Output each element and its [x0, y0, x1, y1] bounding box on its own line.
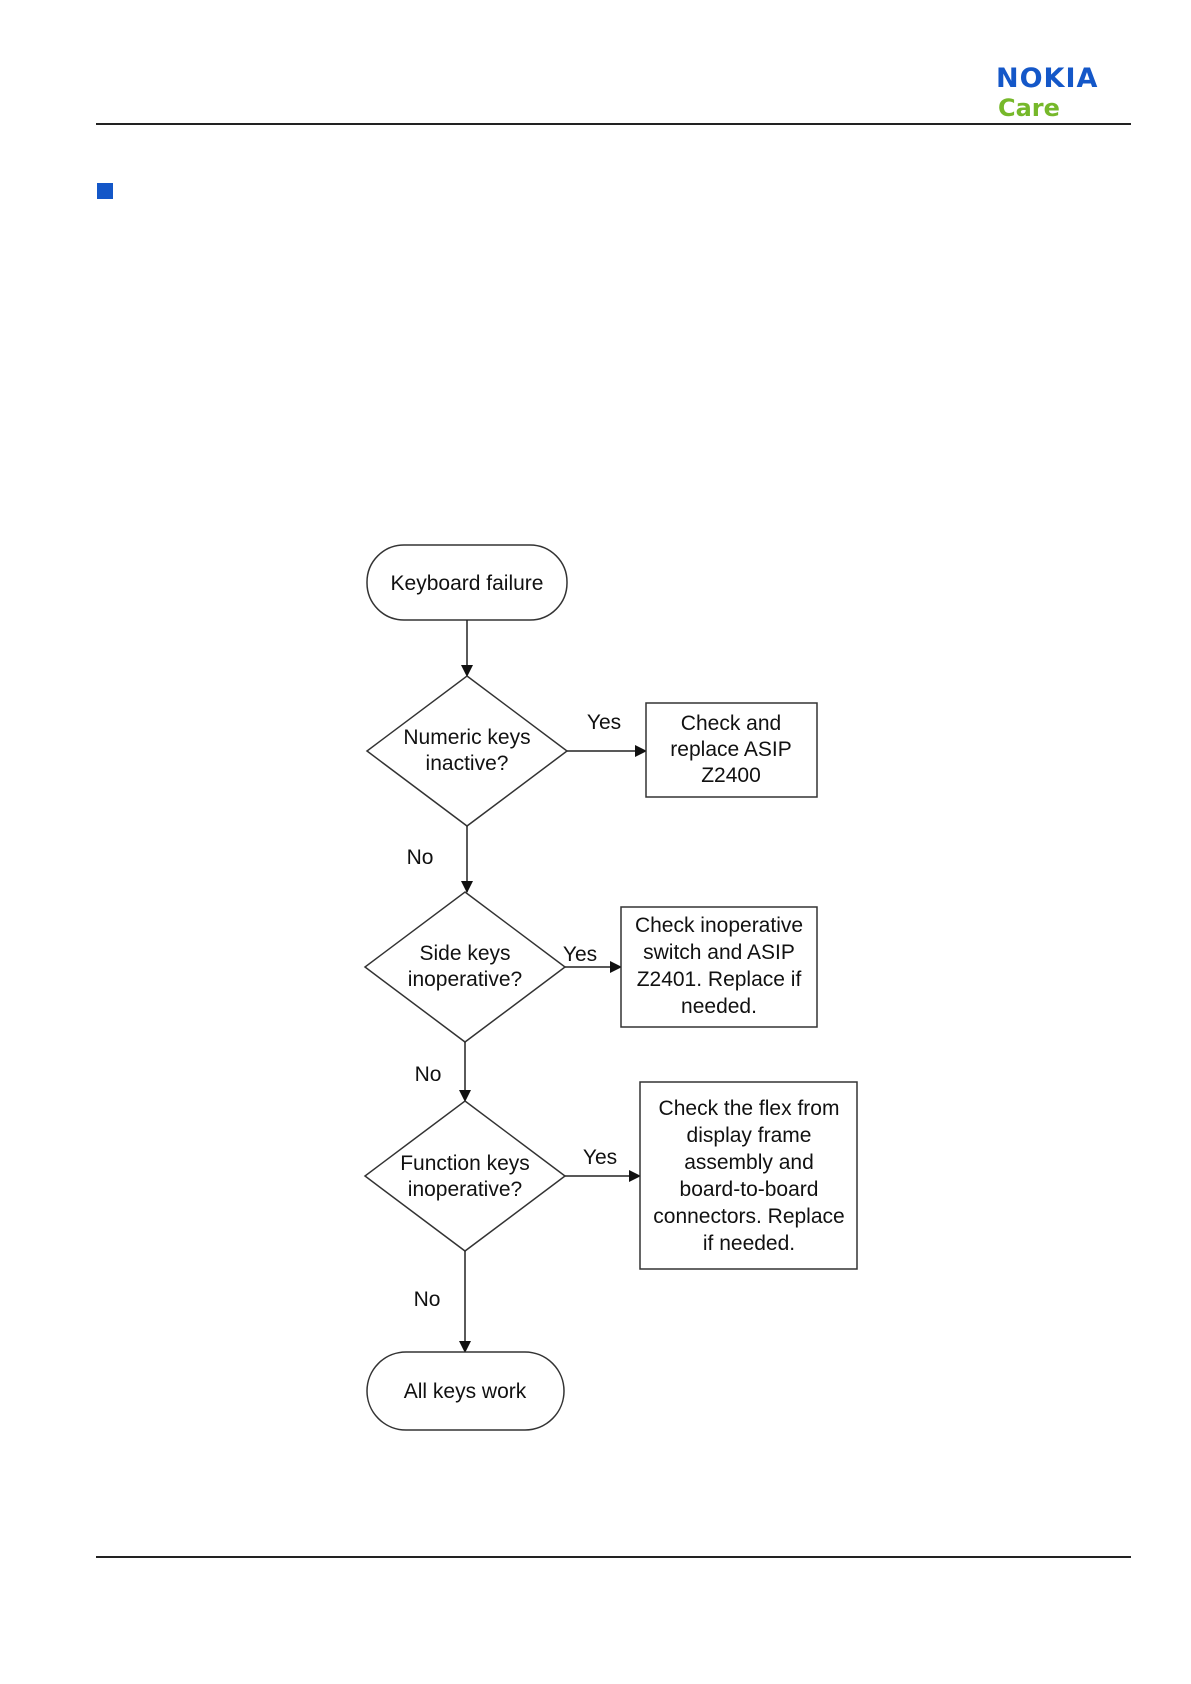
no-label-1: No: [407, 846, 434, 869]
yes-label-3: Yes: [583, 1146, 617, 1169]
action-3-line-2: display frame: [687, 1124, 812, 1147]
section-bullet-icon: [97, 183, 113, 199]
end-terminator: [366, 1351, 565, 1431]
start-label: Keyboard failure: [391, 572, 544, 595]
decision-3-line-1: Function keys: [400, 1152, 530, 1175]
decision-1-line-1: Numeric keys: [403, 726, 530, 749]
end-label: All keys work: [404, 1380, 527, 1403]
action-2-line-2: switch and ASIP: [643, 941, 795, 964]
action-1-line-3: Z2400: [701, 764, 761, 787]
logo-sub: Care: [998, 94, 1060, 122]
nokia-care-logo: NOKIA Care: [996, 63, 1131, 123]
action-1-line-1: Check and: [681, 712, 781, 735]
no-label-2: No: [415, 1063, 442, 1086]
decision-2-line-1: Side keys: [419, 942, 510, 965]
action-1-line-2: replace ASIP: [670, 738, 791, 761]
decision-3-line-2: inoperative?: [408, 1178, 522, 1201]
action-3-line-5: connectors. Replace: [653, 1205, 844, 1228]
yes-label-2: Yes: [563, 943, 597, 966]
decision-function-keys: [363, 1100, 567, 1252]
action-check-flex-connectors: [639, 1081, 858, 1270]
action-3-line-6: if needed.: [703, 1232, 795, 1255]
no-label-3: No: [414, 1288, 441, 1311]
action-2-line-4: needed.: [681, 995, 757, 1018]
header-rule: [96, 123, 1131, 125]
action-2-line-1: Check inoperative: [635, 914, 803, 937]
yes-label-1: Yes: [587, 711, 621, 734]
action-2-line-3: Z2401. Replace if: [637, 968, 802, 991]
action-3-line-4: board-to-board: [680, 1178, 819, 1201]
action-3-line-1: Check the flex from: [659, 1097, 840, 1120]
decision-numeric-keys: [365, 675, 569, 827]
logo-brand: NOKIA: [996, 63, 1099, 94]
decision-side-keys: [363, 891, 567, 1043]
action-replace-asip-z2400: [645, 702, 818, 798]
action-3-line-3: assembly and: [684, 1151, 814, 1174]
decision-1-line-2: inactive?: [426, 752, 509, 775]
action-check-switch-asip-z2401: [620, 906, 818, 1028]
footer-rule: [96, 1556, 1131, 1558]
decision-2-line-2: inoperative?: [408, 968, 522, 991]
